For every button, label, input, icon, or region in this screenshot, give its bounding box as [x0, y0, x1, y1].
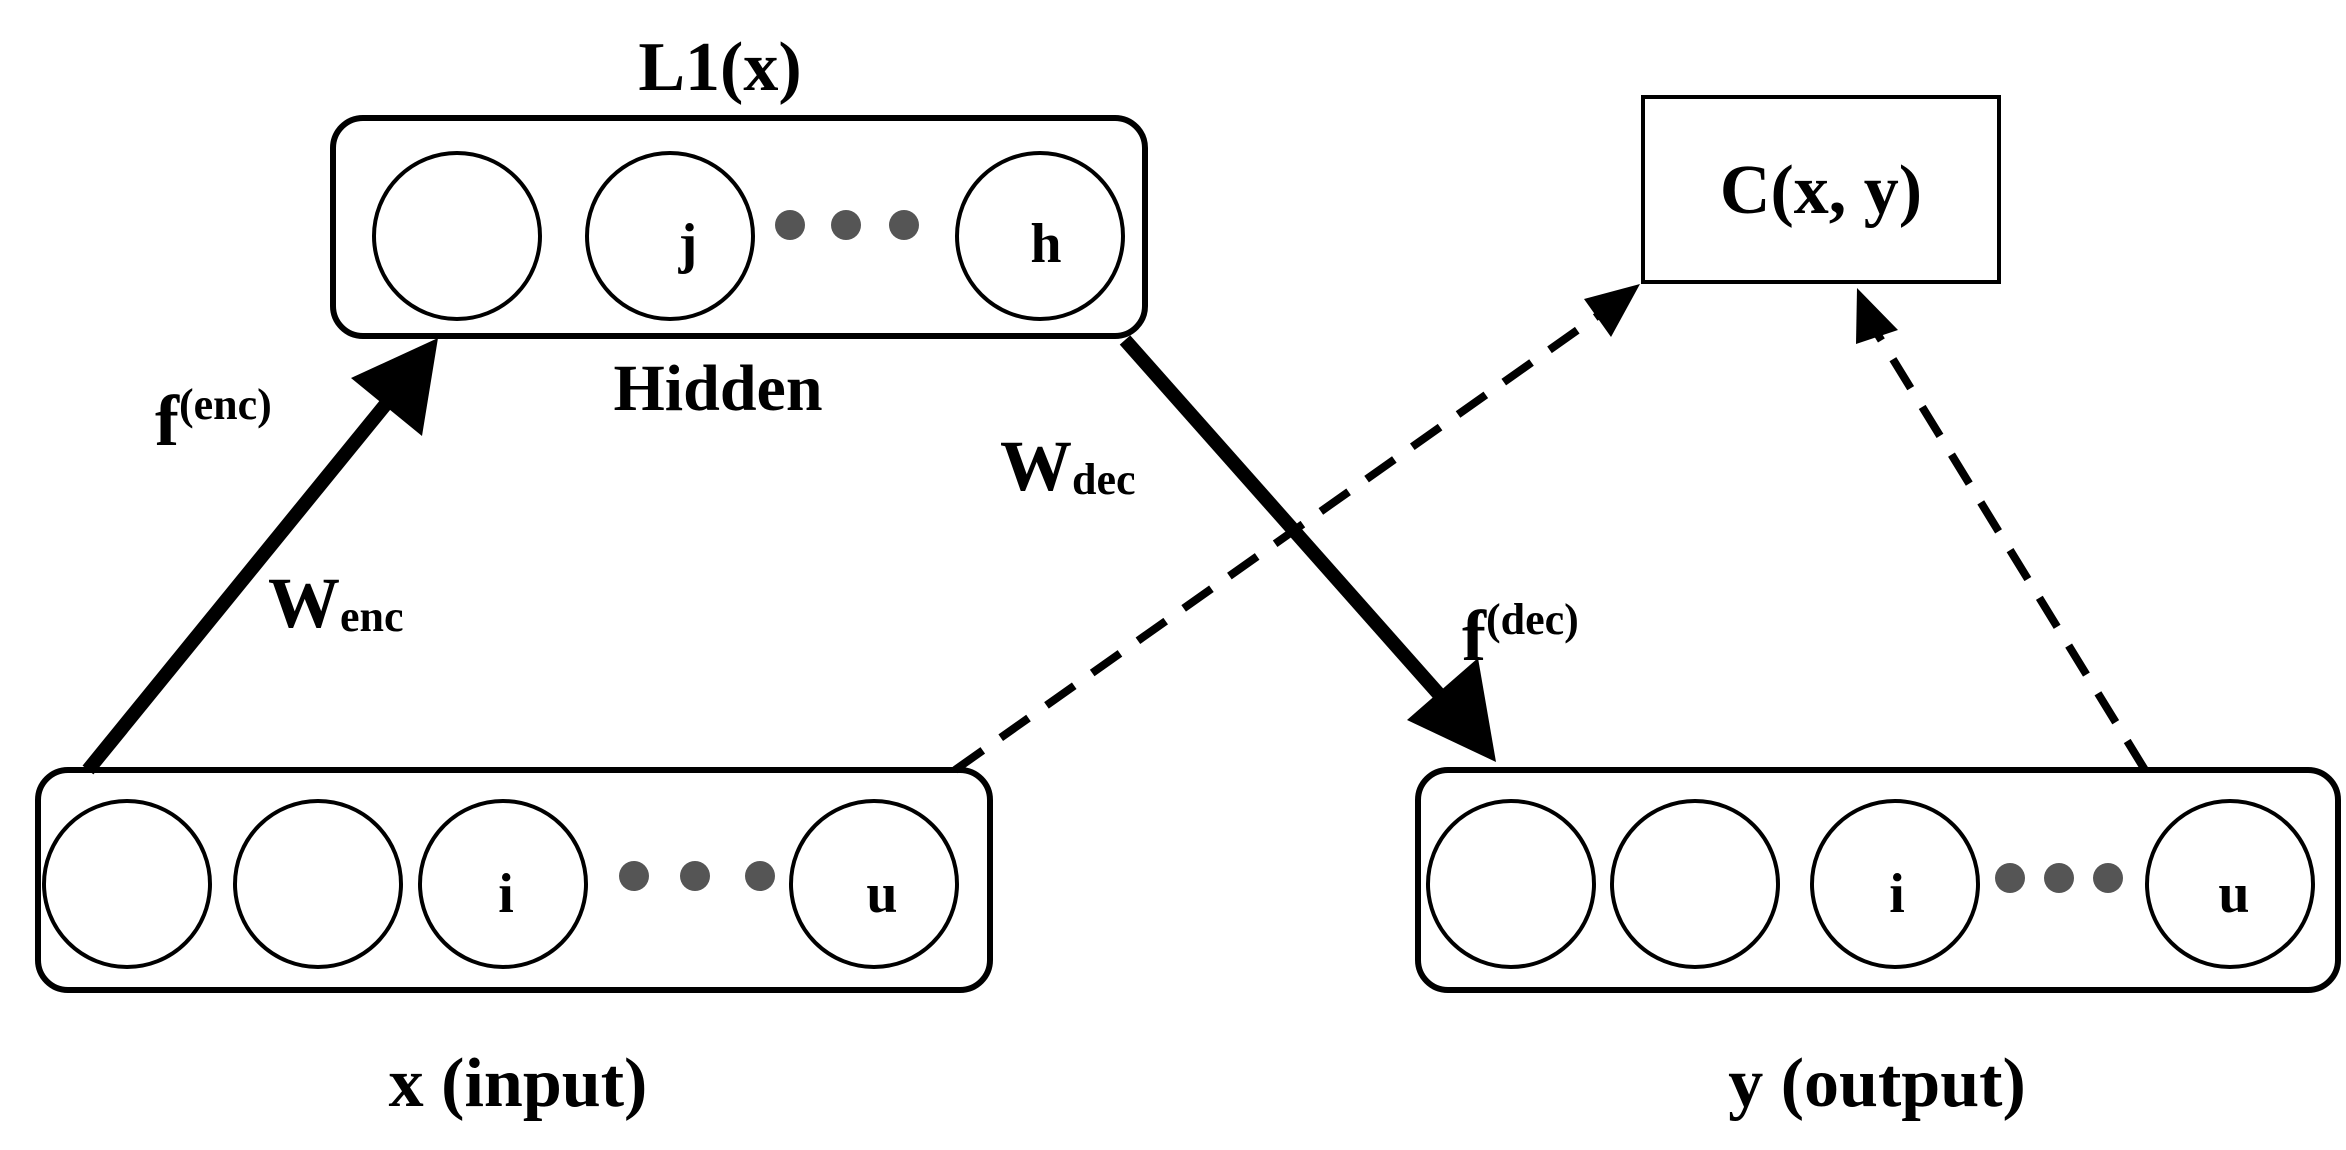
encoder-activation-superscript: (enc)	[179, 380, 272, 429]
decoder-activation-label: f(dec)	[1462, 595, 1579, 676]
encoder-arrow-head	[351, 338, 438, 436]
input-node-i-label: i	[498, 863, 514, 925]
cost-box-label: C(x, y)	[1720, 152, 1922, 229]
decoder-weight-subscript: dec	[1072, 455, 1136, 504]
input-node-u	[789, 799, 959, 969]
decoder-activation-superscript: (dec)	[1486, 595, 1579, 644]
output-ellipsis-dot-3	[2093, 863, 2123, 893]
encoder-activation-label: f(enc)	[155, 380, 272, 461]
output-node-i	[1810, 799, 1980, 969]
hidden-node-h	[955, 151, 1125, 321]
hidden-node-h-label: h	[1030, 213, 1061, 275]
output-node-2	[1610, 799, 1780, 969]
output-ellipsis-dot-1	[1995, 863, 2025, 893]
input-ellipsis-dot-2	[680, 861, 710, 891]
output-to-cost-dashed-arrow	[1871, 327, 2149, 773]
output-to-cost-arrow-head	[1856, 288, 1898, 344]
hidden-layer-caption: Hidden	[613, 352, 822, 425]
input-node-2	[233, 799, 403, 969]
input-layer-caption: x (input)	[389, 1045, 648, 1122]
decoder-activation-base: f	[1462, 596, 1487, 676]
output-node-u-label: u	[2218, 863, 2249, 925]
input-ellipsis-dot-1	[619, 861, 649, 891]
decoder-weight-base: W	[1000, 426, 1072, 506]
output-node-i-label: i	[1889, 863, 1905, 925]
hidden-layer-title: L1(x)	[638, 29, 801, 106]
hidden-ellipsis-dot-3	[889, 210, 919, 240]
cost-box	[1641, 95, 2001, 284]
encoder-arrow-shaft	[82, 378, 409, 775]
hidden-ellipsis-dot-1	[775, 210, 805, 240]
output-node-1	[1426, 799, 1596, 969]
encoder-activation-base: f	[155, 381, 180, 461]
hidden-node-j-label: j	[678, 213, 698, 275]
encoder-weight-base: W	[268, 563, 340, 643]
input-node-1	[42, 799, 212, 969]
encoder-weight-subscript: enc	[340, 592, 404, 641]
input-to-cost-dashed-arrow	[952, 308, 1606, 774]
input-ellipsis-dot-3	[745, 861, 775, 891]
input-node-u-label: u	[866, 863, 897, 925]
decoder-arrow-head	[1407, 658, 1496, 762]
encoder-weight-label: Wenc	[268, 563, 404, 643]
output-node-u	[2145, 799, 2315, 969]
input-to-cost-arrow-head	[1584, 284, 1640, 337]
output-ellipsis-dot-2	[2044, 863, 2074, 893]
hidden-ellipsis-dot-2	[831, 210, 861, 240]
output-layer-caption: y (output)	[1728, 1045, 2026, 1122]
hidden-node-j	[585, 151, 755, 321]
input-node-i	[418, 799, 588, 969]
decoder-weight-label: Wdec	[1000, 426, 1136, 506]
hidden-node-1	[372, 151, 542, 321]
